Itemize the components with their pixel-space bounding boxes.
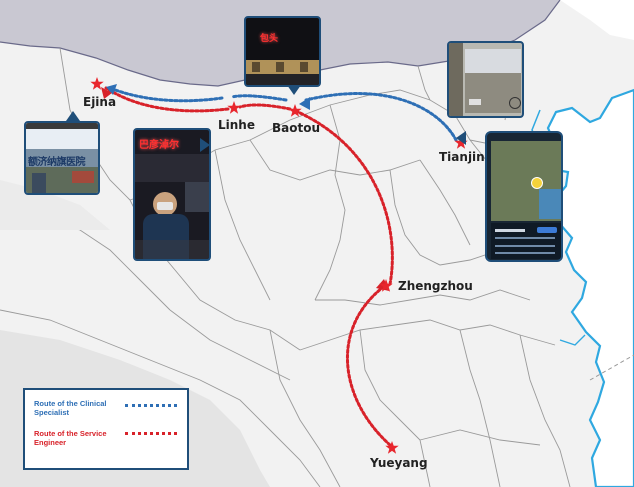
route-legend: Route of the Clinical Specialist Route o… xyxy=(23,388,189,470)
tianjin-callout-pointer xyxy=(456,131,466,145)
building-side xyxy=(185,182,209,212)
ejina-hospital-photo: 额济纳旗医院 xyxy=(24,121,100,195)
ejina-callout-pointer xyxy=(66,111,80,121)
station-facade xyxy=(135,154,209,182)
phone-location-pin-icon xyxy=(531,177,543,189)
doorway xyxy=(32,173,46,193)
station-sign-text: 巴彦淖尔 xyxy=(139,140,179,151)
star-baotou-icon xyxy=(288,104,302,117)
city-label-yueyang: Yueyang xyxy=(370,456,428,470)
window-pane xyxy=(252,62,260,72)
night-sign-text: 包头 xyxy=(260,34,279,44)
legend-clinical-label: Route of the Clinical Specialist xyxy=(34,399,107,417)
roof-band xyxy=(26,149,98,167)
street xyxy=(246,74,319,85)
city-label-baotou: Baotou xyxy=(272,121,321,135)
engineer-route-yueyang-zhengzhou xyxy=(345,286,392,447)
baotou-callout-pointer xyxy=(287,85,301,95)
ring-icon xyxy=(509,97,521,109)
baotou-night-photo: 包头 xyxy=(244,16,321,87)
cup-icon xyxy=(469,99,481,105)
face-mask xyxy=(157,202,173,210)
engineer-route-linhe-ejina xyxy=(104,86,230,113)
legend-engineer-label: Route of the Service Engineer xyxy=(34,429,107,447)
phone-info-line xyxy=(495,252,555,254)
window-pane xyxy=(276,62,284,72)
engineer-arrow-ejina-icon xyxy=(101,87,112,99)
legend-engineer-line xyxy=(125,432,177,435)
star-zhengzhou-icon xyxy=(379,279,393,292)
river-mouth xyxy=(559,334,586,346)
phone-button xyxy=(537,227,557,233)
window-pane xyxy=(300,62,308,72)
northeast-blank xyxy=(560,0,634,40)
coastline xyxy=(546,88,634,487)
tianjin-phone-photo xyxy=(485,131,563,262)
star-linhe-icon xyxy=(227,101,241,114)
clinical-route-linhe-ejina xyxy=(108,86,224,103)
engineer-route xyxy=(104,86,394,447)
clinical-arrow-icon xyxy=(299,97,310,110)
phone-info-line xyxy=(495,237,555,239)
clinical-route xyxy=(108,86,458,142)
clinical-arrow-ejina-icon xyxy=(106,84,117,95)
star-yueyang-icon xyxy=(385,441,399,454)
hospital-sign-text: 额济纳旗医院 xyxy=(28,157,86,168)
city-label-zhengzhou: Zhengzhou xyxy=(398,279,473,293)
banner xyxy=(72,171,94,183)
phone-map-sea xyxy=(539,189,561,219)
engineer-route-zhengzhou-baotou xyxy=(296,110,394,286)
phone-info-line xyxy=(495,245,555,247)
ground xyxy=(135,240,209,259)
sea-boundary xyxy=(589,354,634,381)
legend-clinical-line xyxy=(125,404,177,407)
city-label-ejina: Ejina xyxy=(83,95,117,109)
linhe-station-photo: 巴彦淖尔 xyxy=(133,128,211,261)
city-label-tianjin: Tianjin xyxy=(439,150,485,164)
star-ejina-icon xyxy=(90,77,104,90)
city-label-linhe: Linhe xyxy=(218,118,255,132)
clinical-route-tianjin-baotou xyxy=(304,92,458,142)
linhe-callout-pointer xyxy=(200,138,210,152)
car-window-frame xyxy=(26,123,98,129)
window-frame-left xyxy=(449,43,463,116)
engineer-route-baotou-linhe xyxy=(238,103,292,111)
phone-info-line xyxy=(495,229,525,232)
clinical-route-baotou-linhe xyxy=(230,94,288,102)
tianjin-window-photo xyxy=(447,41,524,118)
